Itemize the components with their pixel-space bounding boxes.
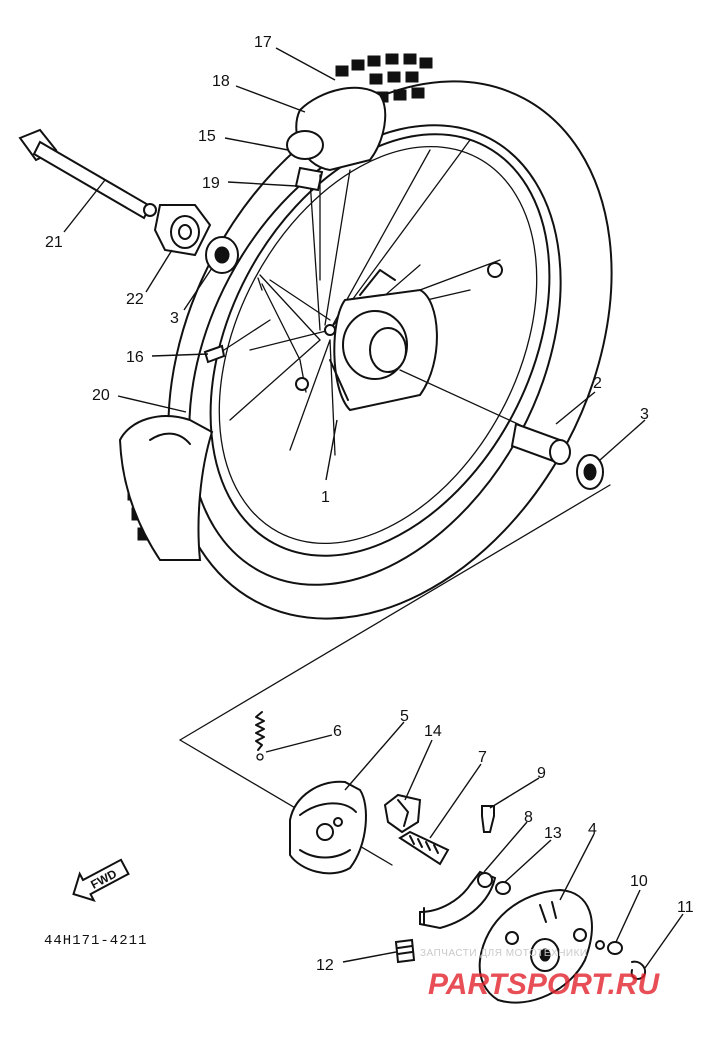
speedometer-gear-22 [153,204,212,257]
bolt-9 [481,805,495,833]
watermark-tagline: ЗАПЧАСТИ ДЛЯ МОТОТЕХНИКИ [420,948,588,959]
callout-9-bolt-label: 9 [537,765,546,782]
hub-1 [324,262,503,412]
axle-21 [18,128,157,220]
brake-shoe-plate-4 [478,888,605,1004]
callout-17-tire-label: 17 [254,34,272,51]
washer-10 [607,941,623,955]
bearing-3-right [576,454,604,490]
camshaft-7 [398,830,450,866]
clip-14 [383,793,422,834]
callout-13-washer-label: 13 [544,825,562,842]
spring-6 [255,711,265,761]
callout-5-shoe-label: 5 [400,708,409,725]
washer-13 [495,881,511,895]
tire-section [118,415,214,561]
callout-8-lever-label: 8 [524,809,533,826]
callout-15-label: 15 [198,128,216,145]
watermark: ЗАПЧАСТИ ДЛЯ МОТОТЕХНИКИ PARTSPORT.RU [420,948,660,1001]
callout-1-hub-label: 1 [321,489,330,506]
callout-6-spring-label: 6 [333,723,342,740]
collar-2 [510,422,571,465]
spoke-nipple-16 [203,344,226,364]
callout-4-panel-label: 4 [588,821,597,838]
callout-11-circlip-label: 11 [677,899,694,916]
tire-section-bead [149,432,191,445]
callout-3-bearing-left-label: 3 [170,310,179,327]
watermark-logo-text: PARTSPORT.RU [428,968,660,1001]
callout-22-gear-label: 22 [126,291,144,308]
callout-16-nipple-label: 16 [126,349,144,366]
callout-20-label: 20 [92,387,110,404]
inner-tube-18 [286,86,387,192]
callout-14-clip-label: 14 [424,723,442,740]
callouts: 17 18 15 19 21 22 3 16 20 1 2 3 6 5 14 7… [45,34,694,974]
brake-shoe-5 [289,780,367,875]
callout-12-nut-label: 12 [316,957,334,974]
fwd-arrow: FWD [72,858,130,902]
spoke-16 [257,277,307,393]
nut-12 [394,938,416,964]
leader-lines [63,47,684,969]
callout-7-camshaft-label: 7 [478,749,487,766]
callout-3-bearing-right-label: 3 [640,406,649,423]
cam-lever-8 [419,870,497,930]
circlip-11 [630,960,646,980]
callout-2-collar-label: 2 [593,375,602,392]
rim [209,133,551,557]
callout-21-axle-label: 21 [45,234,63,251]
callout-19-label: 19 [202,175,220,192]
callout-10-washer-label: 10 [630,873,648,890]
diagram-code: 44H171-4211 [44,933,147,949]
callout-18-tube-label: 18 [212,73,230,90]
bearing-3-left [205,236,239,274]
